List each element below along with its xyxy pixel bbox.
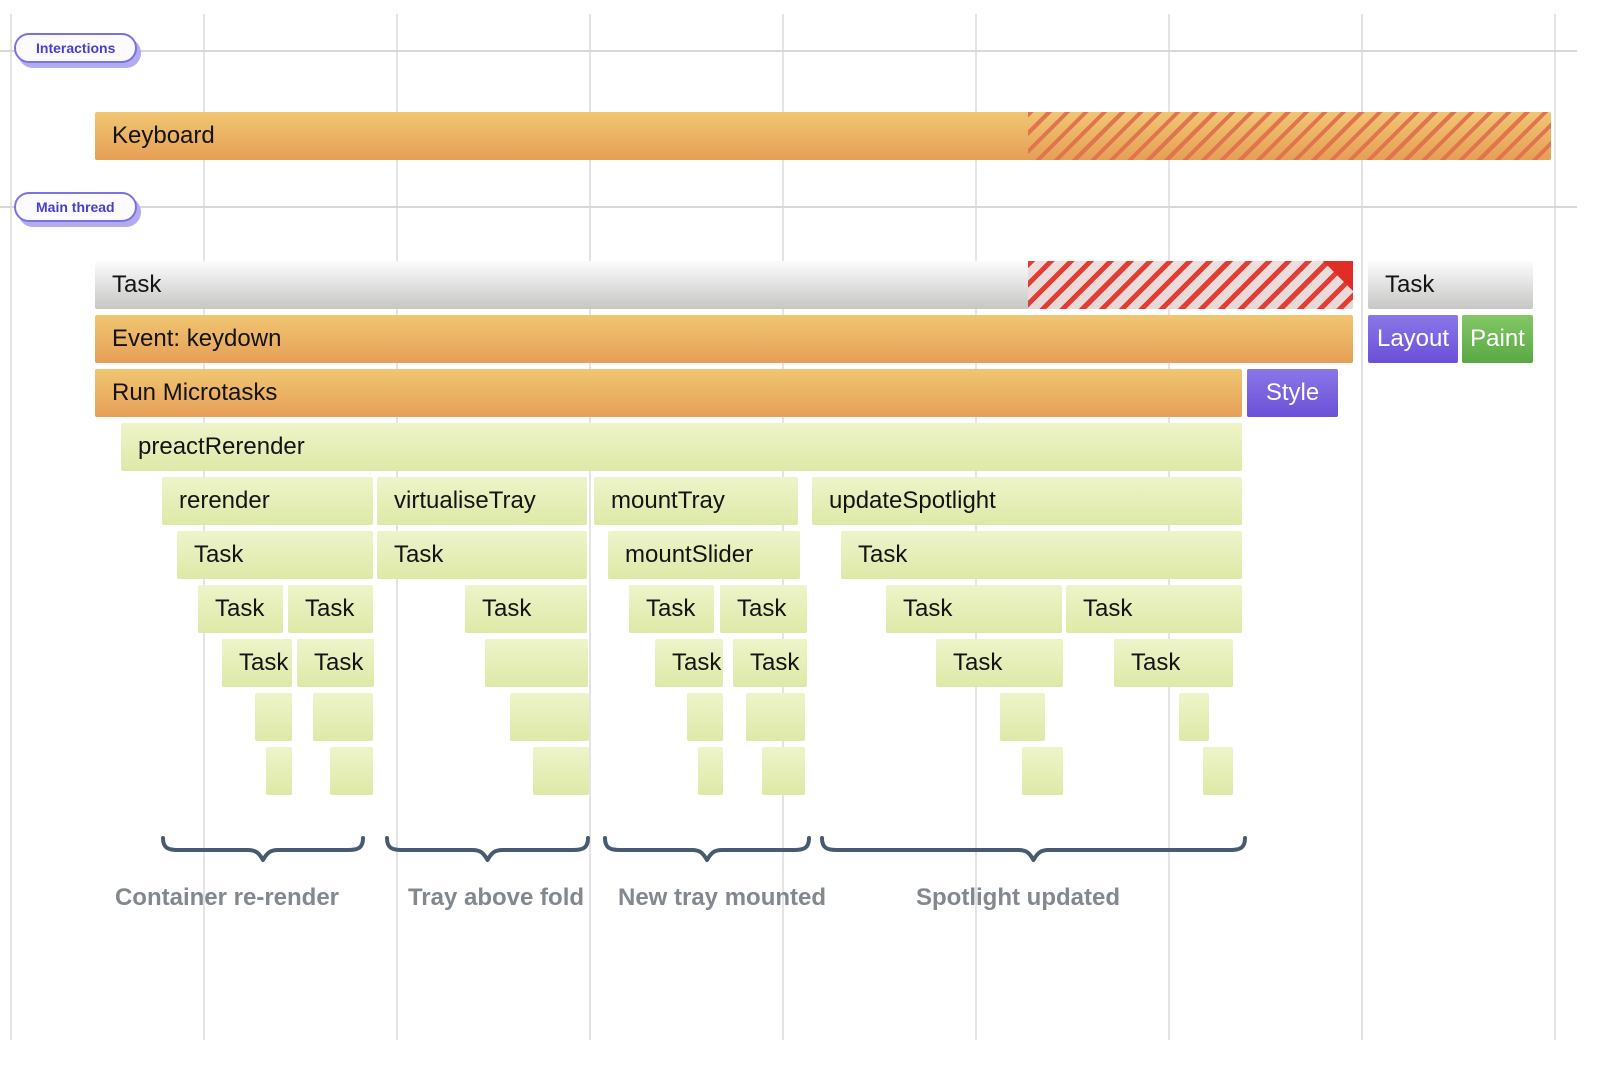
red-hatch-overlay [1028,261,1353,309]
update-spotlight-bar[interactable]: updateSpotlight [812,477,1242,525]
gridline-vertical [975,14,977,1040]
bar-label: Task [737,595,787,622]
task-bar[interactable]: Task [465,585,587,633]
keyboard-interaction-bar[interactable]: Keyboard [95,112,1551,160]
bar-label: Task [1131,649,1181,676]
task-bar-unlabeled[interactable] [485,639,588,687]
brace-annotation [820,836,1247,862]
bar-label: Task [1083,595,1133,622]
task-bar[interactable]: Task [629,585,714,633]
mount-slider-bar[interactable]: mountSlider [608,531,800,579]
task-bar[interactable]: Task [841,531,1242,579]
brace-annotation [161,836,365,862]
brace-annotation [385,836,590,862]
gridline-vertical [1554,14,1556,1040]
task-bar[interactable]: Task [288,585,373,633]
event-keydown-bar[interactable]: Event: keydown [95,315,1353,363]
bar-label: updateSpotlight [829,487,996,514]
bar-label: preactRerender [138,433,305,460]
bar-label: Task [750,649,800,676]
bar-label: Task [394,541,444,568]
task-bar[interactable]: Task [1066,585,1242,633]
bar-label: mountSlider [625,541,754,568]
bar-label: Task [215,595,265,622]
gridline-horizontal [0,50,1577,52]
gridline-vertical [782,14,784,1040]
task-bar-unlabeled[interactable] [330,747,373,795]
bar-label: Task [194,541,244,568]
task-bar-unlabeled[interactable] [510,693,589,741]
task-bar-unlabeled[interactable] [313,693,373,741]
phase-label: Spotlight updated [916,884,1120,911]
bar-label: Task [482,595,532,622]
phase-label: New tray mounted [617,884,827,911]
bar-label: Keyboard [112,122,215,149]
task-bar[interactable]: Task [720,585,807,633]
task-bar[interactable]: Task [1114,639,1233,687]
task-bar[interactable]: Task [177,531,373,579]
layout-bar[interactable]: Layout [1368,315,1458,363]
bar-label: virtualiseTray [394,487,536,514]
gridline-vertical [396,14,398,1040]
task-bar[interactable]: Task [222,639,292,687]
bar-label: Run Microtasks [112,379,278,406]
gridline-vertical [203,14,205,1040]
paint-bar[interactable]: Paint [1462,315,1533,363]
task-bar-unlabeled[interactable] [1203,747,1233,795]
task-bar-unlabeled[interactable] [762,747,805,795]
bar-label: Layout [1376,325,1450,352]
bar-label: Event: keydown [112,325,282,352]
mount-tray-bar[interactable]: mountTray [594,477,798,525]
task-bar[interactable]: Task [936,639,1063,687]
task-bar[interactable]: Task [377,531,587,579]
task-bar-unlabeled[interactable] [746,693,805,741]
bar-label: rerender [179,487,270,514]
gridline-vertical [589,14,591,1040]
bar-label: Task [903,595,953,622]
task-bar[interactable]: Task [655,639,723,687]
preact-rerender-bar[interactable]: preactRerender [121,423,1242,471]
task-bar-unlabeled[interactable] [1179,693,1209,741]
task-bar-unlabeled[interactable] [1000,693,1045,741]
task-bar-unlabeled[interactable] [687,693,723,741]
task-bar[interactable]: Task [198,585,283,633]
main-task-bar[interactable]: Task [95,261,1353,309]
gridline-vertical [1168,14,1170,1040]
gridline-vertical [1361,14,1363,1040]
run-microtasks-bar[interactable]: Run Microtasks [95,369,1242,417]
task-bar[interactable]: Task [297,639,374,687]
orange-hatch-overlay [1028,112,1551,160]
task-bar-unlabeled[interactable] [1022,747,1063,795]
rerender-bar[interactable]: rerender [162,477,373,525]
interactions-track-pill[interactable]: Interactions [14,33,138,63]
bar-label: Style [1265,379,1320,406]
virtualise-tray-bar[interactable]: virtualiseTray [377,477,587,525]
bar-label: Task [239,649,289,676]
style-bar[interactable]: Style [1247,369,1338,417]
task-bar-unlabeled[interactable] [266,747,292,795]
gridline-vertical [10,14,12,1040]
bar-label: Task [1385,271,1435,298]
secondary-task-bar[interactable]: Task [1368,261,1533,309]
bar-label: Task [646,595,696,622]
task-bar-unlabeled[interactable] [533,747,589,795]
bar-label: Task [112,271,162,298]
task-bar-unlabeled[interactable] [698,747,723,795]
task-bar[interactable]: Task [733,639,807,687]
bar-label: Task [305,595,355,622]
main-thread-track-pill[interactable]: Main thread [14,192,137,222]
bar-label: Task [314,649,364,676]
task-bar-unlabeled[interactable] [255,693,292,741]
bar-label: mountTray [611,487,725,514]
task-bar[interactable]: Task [886,585,1062,633]
bar-label: Task [672,649,722,676]
gridline-horizontal [0,206,1577,208]
brace-annotation [603,836,811,862]
bar-label: Paint [1470,325,1525,352]
bar-label: Task [858,541,908,568]
phase-label: Container re-render [114,884,340,911]
phase-label: Tray above fold [407,884,585,911]
bar-label: Task [953,649,1003,676]
